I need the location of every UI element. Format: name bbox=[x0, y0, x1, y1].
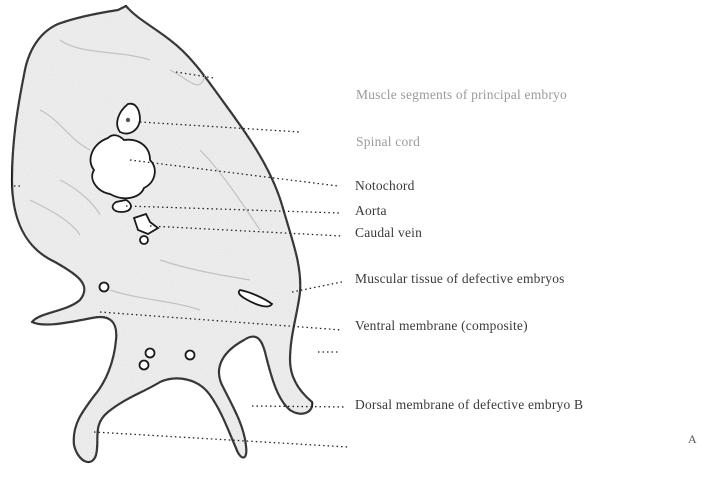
corner-letter: A bbox=[688, 432, 697, 447]
vessel-circle bbox=[140, 236, 148, 244]
leader-tail bbox=[94, 432, 348, 447]
defective-embryo-circle-d bbox=[186, 351, 195, 360]
section-outline bbox=[12, 6, 312, 462]
defective-embryo-circle-c bbox=[140, 361, 149, 370]
label-notochord: Notochord bbox=[355, 178, 415, 194]
label-aorta: Aorta bbox=[355, 203, 387, 219]
defective-embryo-circle-b bbox=[146, 349, 155, 358]
label-caudal-vein: Caudal vein bbox=[355, 225, 422, 241]
label-dorsal-membrane: Dorsal membrane of defective embryo B bbox=[355, 397, 583, 413]
label-muscular-tissue: Muscular tissue of defective embryos bbox=[355, 271, 565, 287]
label-spinal-cord: Spinal cord bbox=[356, 134, 420, 150]
label-muscle-segments: Muscle segments of principal embryo bbox=[356, 87, 567, 103]
label-ventral-membrane: Ventral membrane (composite) bbox=[355, 318, 528, 334]
defective-embryo-circle-a bbox=[100, 283, 109, 292]
aorta-shape bbox=[113, 200, 131, 212]
spinal-cord-dot bbox=[126, 118, 130, 122]
